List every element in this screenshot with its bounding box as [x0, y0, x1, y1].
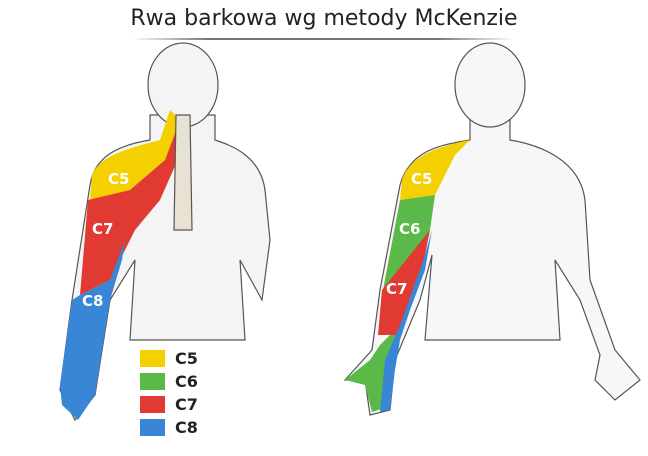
legend-swatch: [140, 373, 165, 390]
label-c7-back: C7: [92, 220, 113, 238]
legend-item-c7: C7: [140, 393, 198, 416]
dermatome-c8-front: [380, 230, 432, 412]
legend-label: C6: [175, 372, 198, 391]
legend-item-c5: C5: [140, 347, 198, 370]
legend-label: C7: [175, 395, 198, 414]
dermatome-c8-back: [60, 240, 125, 420]
label-c5-back: C5: [108, 170, 129, 188]
legend-label: C5: [175, 349, 198, 368]
page-title: Rwa barkowa wg metody McKenzie: [130, 6, 518, 31]
dermatome-c7-front: [378, 230, 430, 335]
legend-swatch: [140, 396, 165, 413]
dermatome-c5-front: [400, 140, 470, 200]
title-divider: [132, 38, 514, 40]
legend-swatch: [140, 350, 165, 367]
spine: [173, 114, 193, 231]
back-figure: [59, 42, 271, 422]
front-figure: [343, 42, 641, 416]
label-c6-front: C6: [399, 220, 420, 238]
legend: C5 C6 C7 C8: [140, 347, 198, 439]
front-head: [454, 42, 526, 128]
dermatome-c5-back: [90, 110, 180, 200]
legend-label: C8: [175, 418, 198, 437]
label-c5-front: C5: [411, 170, 432, 188]
legend-item-c8: C8: [140, 416, 198, 439]
label-c7-front: C7: [386, 280, 407, 298]
dermatome-c7-back: [80, 120, 182, 295]
legend-item-c6: C6: [140, 370, 198, 393]
legend-swatch: [140, 419, 165, 436]
label-c8-back: C8: [82, 292, 103, 310]
